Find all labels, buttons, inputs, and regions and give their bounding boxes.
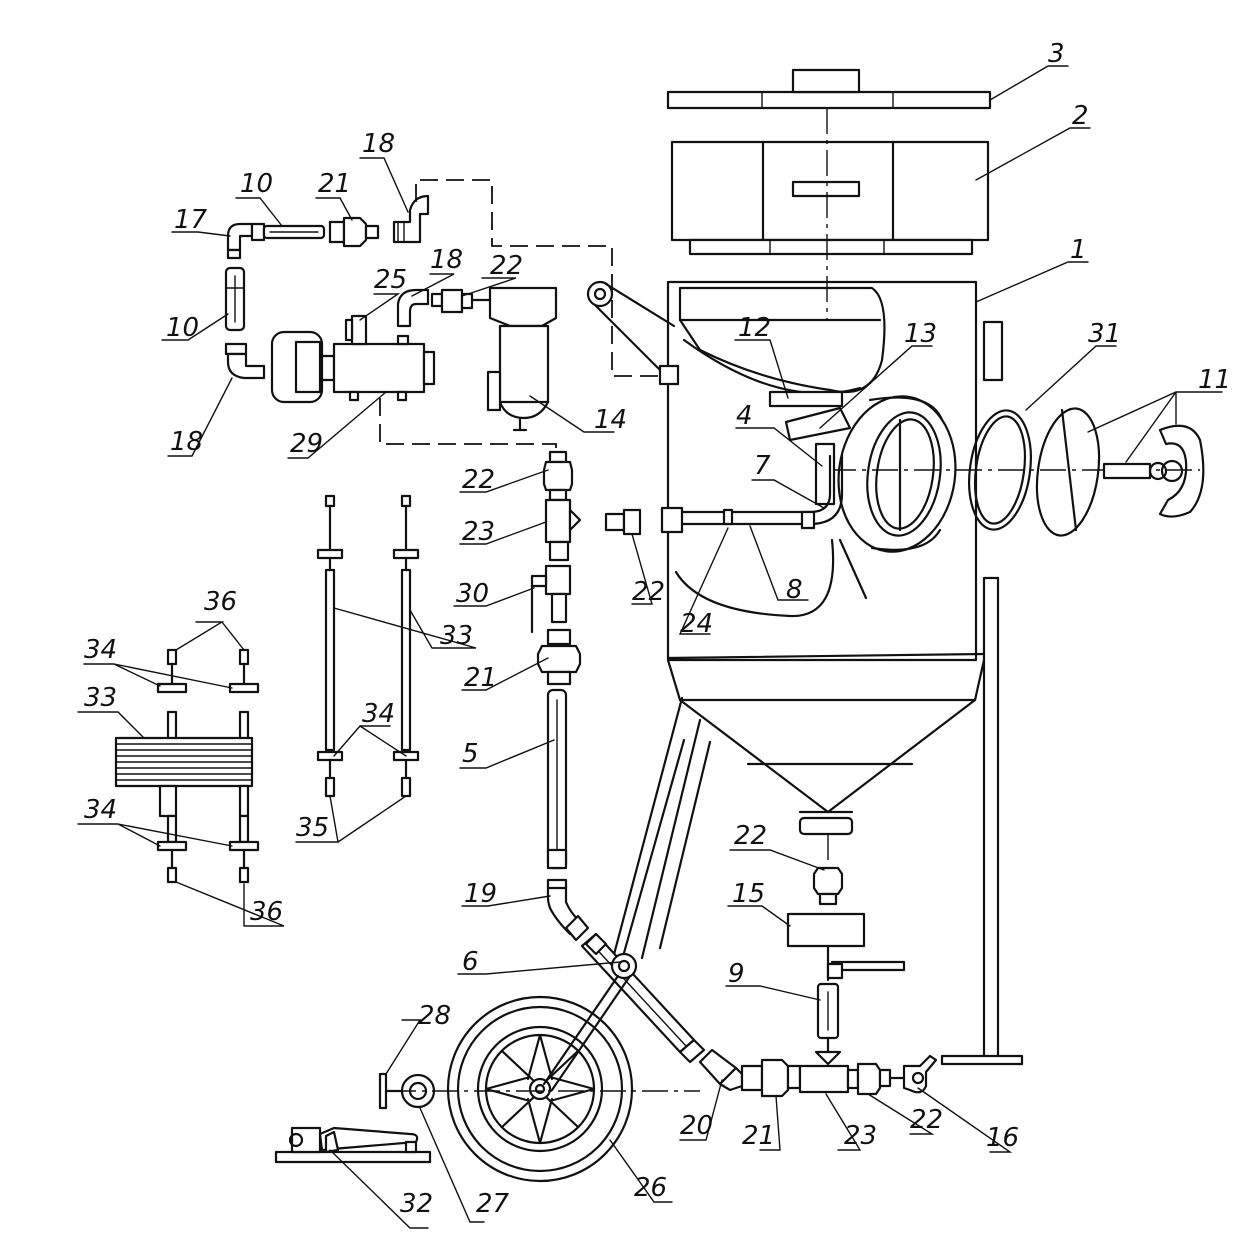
label-1: 1 xyxy=(1070,235,1087,265)
label-2: 2 xyxy=(1072,101,1089,131)
label-17: 17 xyxy=(174,205,208,235)
media-valve-line xyxy=(740,834,938,1098)
label-33-bundle: 33 xyxy=(84,683,117,713)
label-30: 30 xyxy=(456,579,489,609)
label-36-top: 36 xyxy=(204,587,237,617)
wheel-assembly xyxy=(378,952,700,1183)
label-5: 5 xyxy=(462,739,479,769)
label-11: 11 xyxy=(1198,365,1231,395)
label-10-vertical: 10 xyxy=(166,313,199,343)
label-34-top: 34 xyxy=(84,635,117,665)
label-31: 31 xyxy=(1088,319,1121,349)
label-22-valve: 22 xyxy=(734,821,767,851)
label-18-bottom: 18 xyxy=(170,427,203,457)
label-25: 25 xyxy=(374,265,407,295)
label-22-filter: 22 xyxy=(490,251,523,281)
label-34-vertical: 34 xyxy=(362,699,395,729)
label-27: 27 xyxy=(476,1189,510,1219)
label-22-bottom: 22 xyxy=(910,1105,943,1135)
cabinet-body xyxy=(610,68,1024,1066)
label-32: 32 xyxy=(400,1189,433,1219)
label-9: 9 xyxy=(728,959,745,989)
label-16: 16 xyxy=(986,1123,1019,1153)
label-13: 13 xyxy=(904,319,937,349)
label-22-line: 22 xyxy=(462,465,495,495)
label-20: 20 xyxy=(680,1111,713,1141)
label-18-mid: 18 xyxy=(430,245,463,275)
label-10-top: 10 xyxy=(240,169,273,199)
label-21-top: 21 xyxy=(318,169,351,199)
label-15: 15 xyxy=(732,879,765,909)
glove-kits xyxy=(114,494,420,884)
part-labels: 3 2 1 31 11 12 13 4 7 8 24 22 14 29 18 1… xyxy=(84,39,1231,1219)
view-window-assembly xyxy=(830,395,1205,553)
label-6: 6 xyxy=(462,947,479,977)
label-22-cabinet: 22 xyxy=(632,577,665,607)
label-19: 19 xyxy=(464,879,497,909)
label-23-line: 23 xyxy=(462,517,495,547)
label-28: 28 xyxy=(418,1001,451,1031)
label-24: 24 xyxy=(680,609,713,639)
label-26: 26 xyxy=(634,1173,667,1203)
label-23-bottom: 23 xyxy=(844,1121,877,1151)
label-29: 29 xyxy=(290,429,323,459)
label-8: 8 xyxy=(786,575,803,605)
label-7: 7 xyxy=(754,451,771,481)
label-14: 14 xyxy=(594,405,627,435)
label-34-bottom: 34 xyxy=(84,795,117,825)
leader-lines xyxy=(77,65,1223,1229)
label-21-line: 21 xyxy=(464,663,497,693)
label-18-top: 18 xyxy=(362,129,395,159)
label-36-bottom: 36 xyxy=(250,897,283,927)
vertical-air-line xyxy=(530,450,744,1092)
air-supply-chain xyxy=(224,179,680,452)
label-21-bottom: 21 xyxy=(742,1121,775,1151)
label-35: 35 xyxy=(296,813,329,843)
label-3: 3 xyxy=(1048,39,1065,69)
label-4: 4 xyxy=(736,401,753,431)
foot-pedal xyxy=(274,1126,432,1164)
label-12: 12 xyxy=(738,313,771,343)
label-33-vertical: 33 xyxy=(440,621,473,651)
